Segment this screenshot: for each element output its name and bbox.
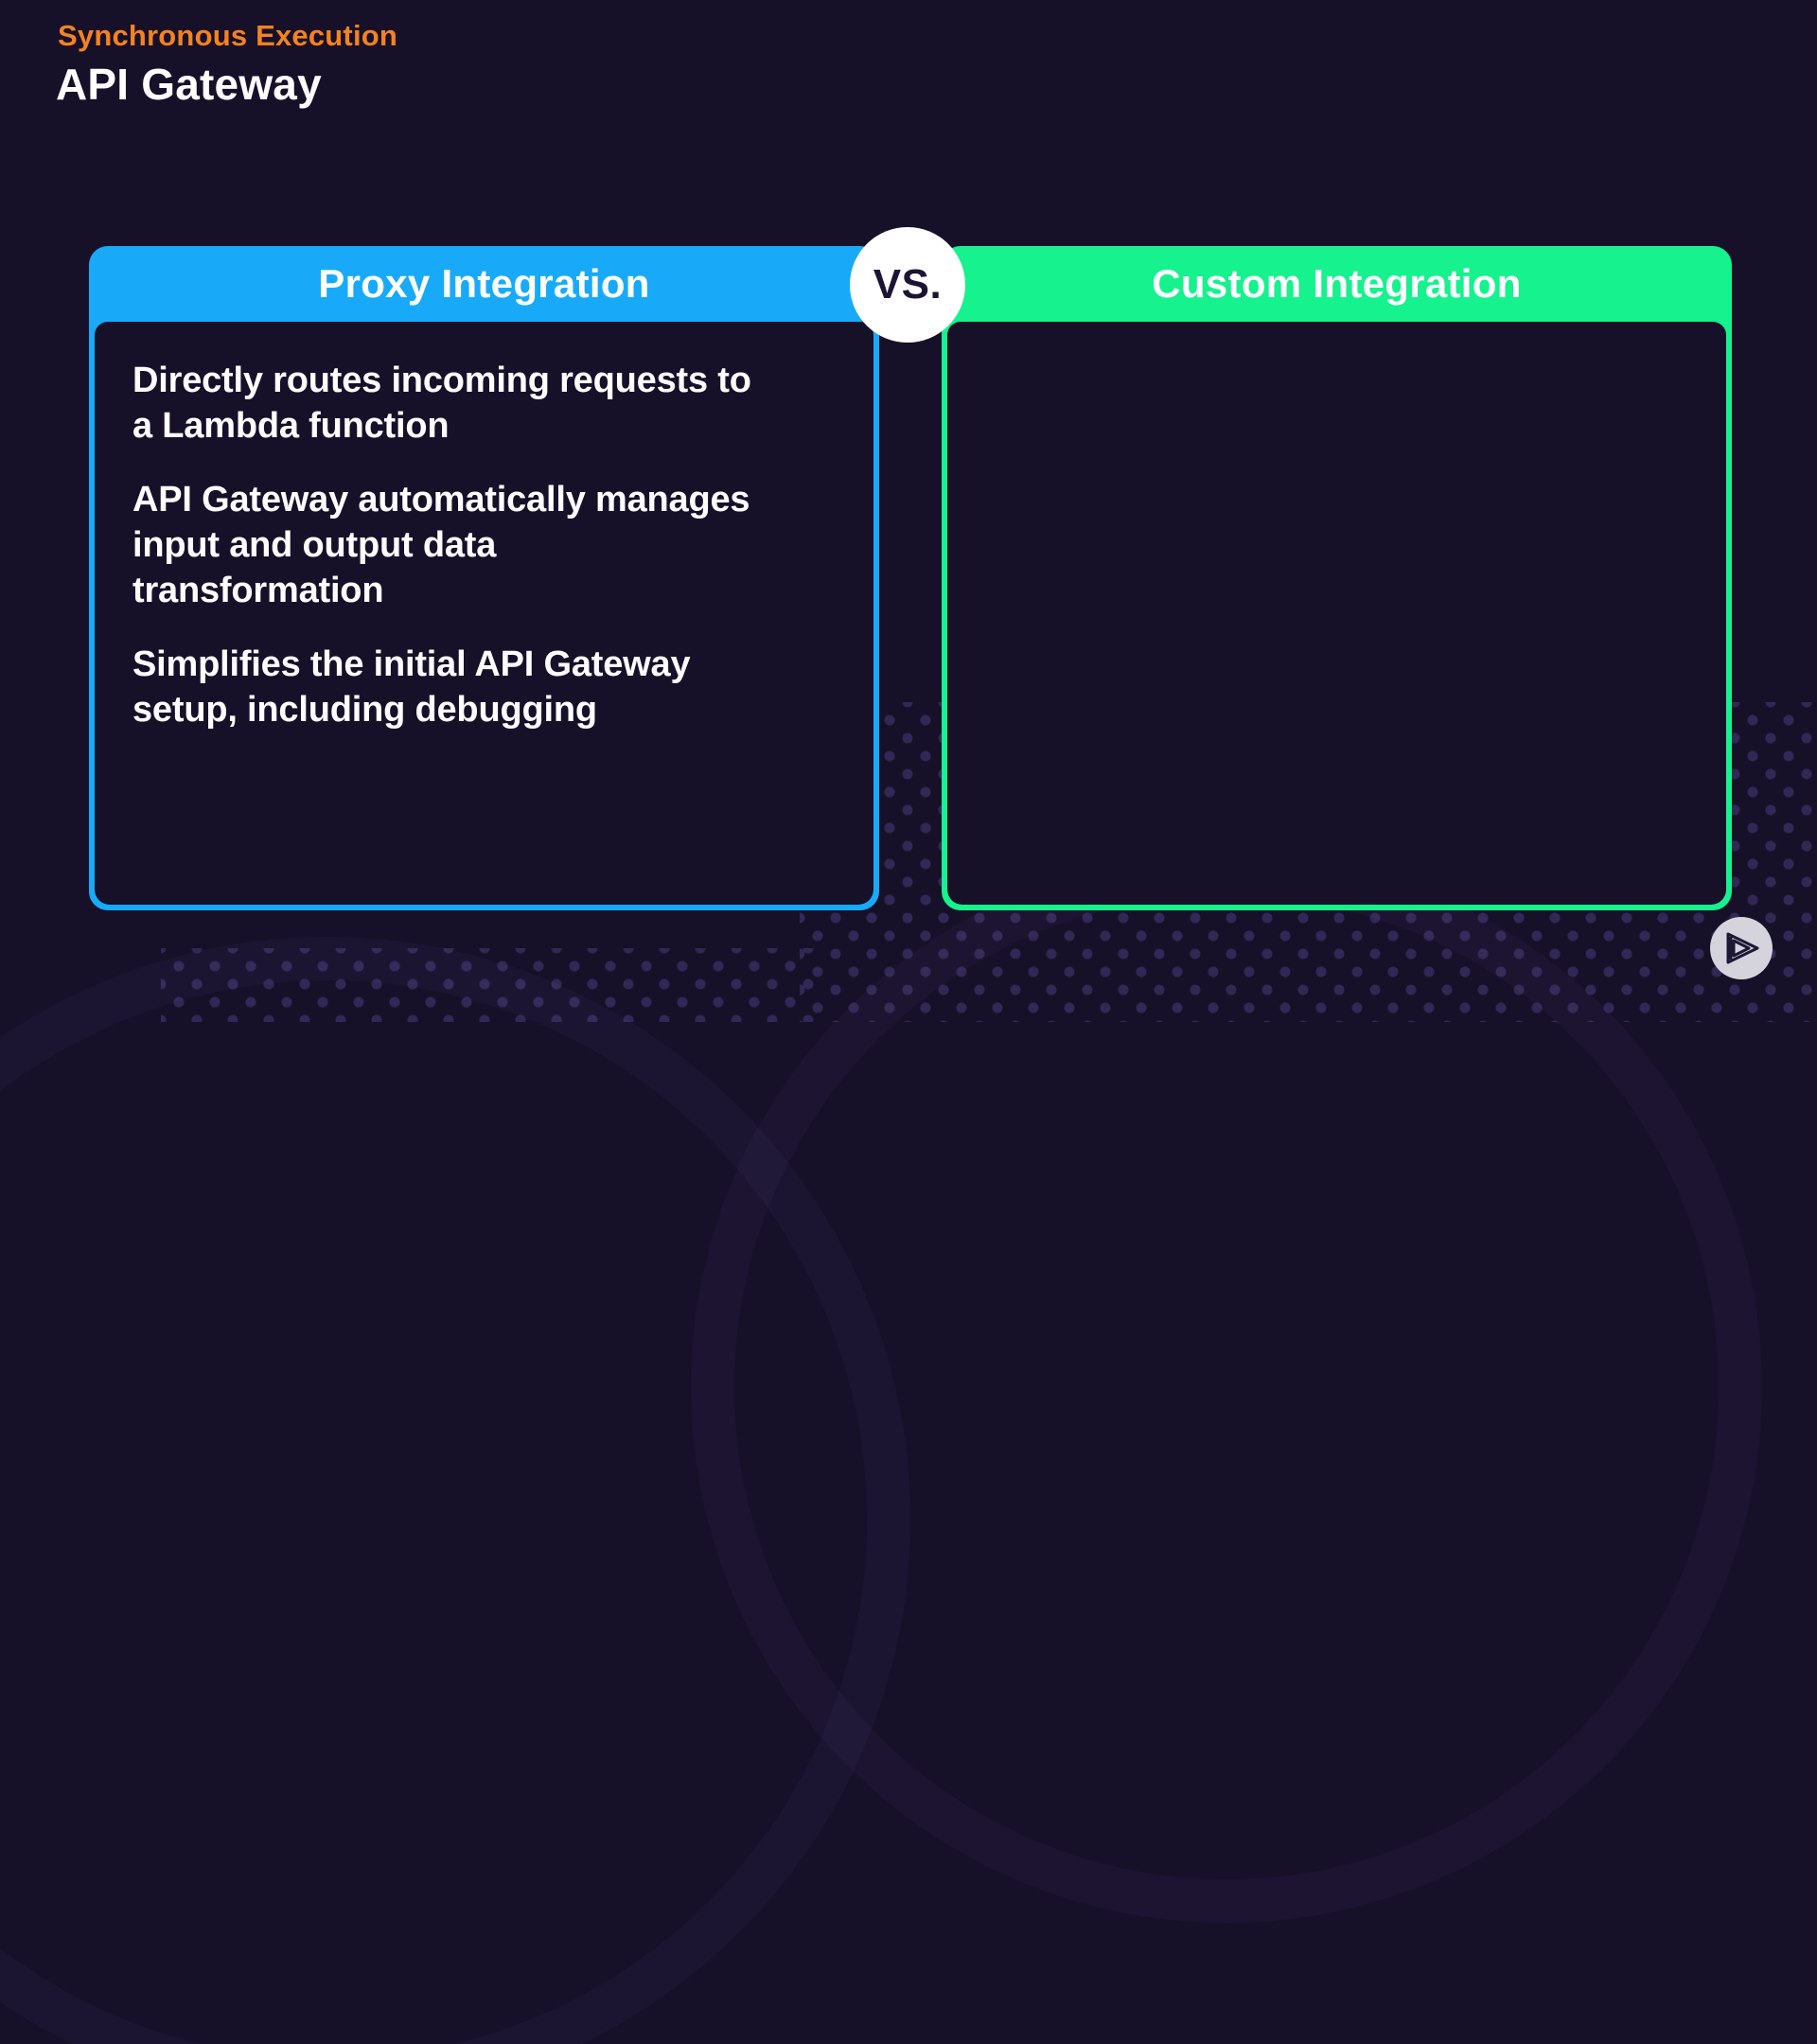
halftone-dots-bottom-center — [161, 948, 814, 1022]
pluralsight-play-icon — [1726, 932, 1759, 964]
proxy-point-2: API Gateway automatically manages input … — [132, 480, 750, 610]
custom-integration-card: Custom Integration — [942, 246, 1732, 910]
background-ring-left — [0, 937, 910, 2044]
page-title: API Gateway — [56, 60, 322, 109]
proxy-point-3: Simplifies the initial API Gateway setup… — [132, 644, 691, 730]
custom-integration-card-body — [947, 322, 1726, 905]
pluralsight-logo-badge — [1710, 917, 1773, 979]
vs-label: VS. — [873, 261, 943, 308]
proxy-integration-card-body: Directly routes incoming requests to a L… — [95, 322, 873, 905]
background-ring-right — [691, 852, 1762, 1923]
proxy-integration-card-title: Proxy Integration — [318, 261, 650, 306]
slide-eyebrow: Synchronous Execution — [58, 19, 398, 52]
vs-badge: VS. — [850, 227, 965, 343]
custom-integration-card-title: Custom Integration — [1152, 261, 1522, 306]
proxy-point-1: Directly routes incoming requests to a L… — [132, 361, 751, 446]
proxy-integration-card: Proxy Integration Directly routes incomi… — [89, 246, 879, 910]
